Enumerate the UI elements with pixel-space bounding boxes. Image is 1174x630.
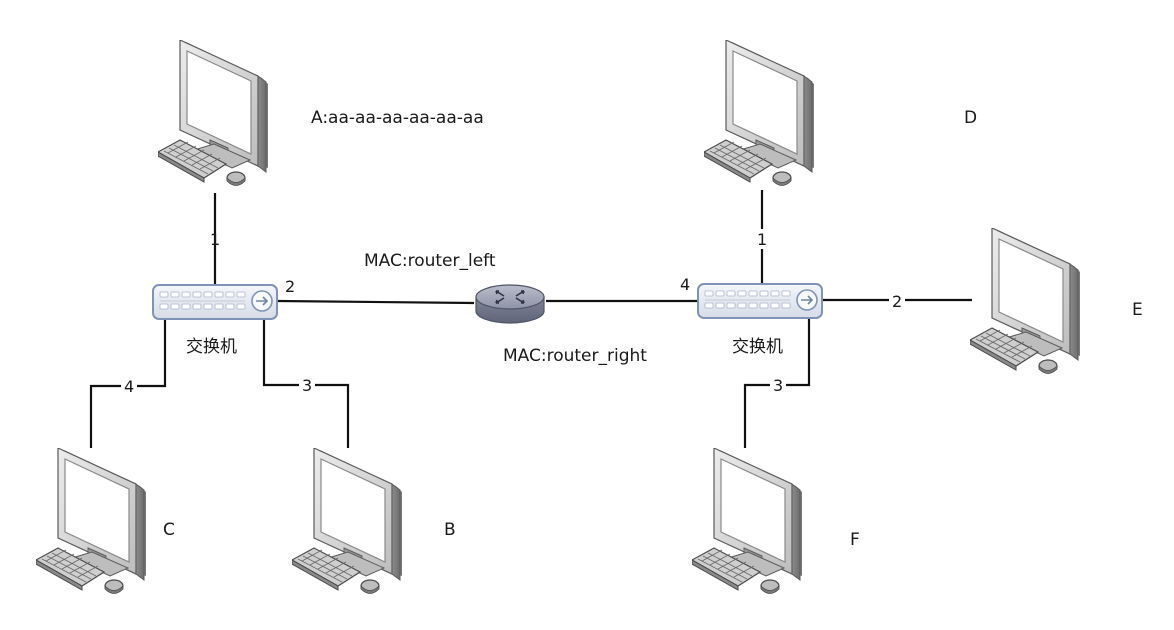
switch-left-label: 交换机	[186, 337, 237, 357]
port-label-left-2: 2	[285, 277, 295, 296]
port-label-right-2: 2	[892, 292, 902, 311]
port-label-right-3-bg	[770, 375, 786, 395]
computer-icon-c	[36, 448, 147, 595]
port-label-right-1: 1	[757, 230, 767, 249]
port-label-left-4: 4	[124, 377, 134, 396]
port-label-left-3-bg	[299, 375, 315, 395]
computer-icon-d	[704, 40, 815, 187]
link-switch-left-router	[277, 299, 475, 305]
port-label-right-3: 3	[773, 376, 783, 395]
computer-icon-a	[158, 40, 269, 187]
port-label-right-4: 4	[680, 275, 690, 294]
router-left-mac-label: MAC:router_left	[364, 251, 496, 271]
router-icon	[475, 284, 545, 324]
computer-icon-e	[970, 228, 1081, 375]
port-label-left-3: 3	[302, 376, 312, 395]
port-label-right-1-bg	[754, 229, 770, 249]
port-label-right-2-bg	[889, 291, 905, 311]
port-label-left-4-bg	[121, 376, 137, 396]
host-b-label: B	[444, 520, 456, 540]
host-e-label: E	[1132, 300, 1143, 320]
network-switch-icon-left	[152, 284, 278, 320]
router-right-mac-label: MAC:router_right	[503, 346, 647, 366]
port-label-left-1: 1	[210, 230, 220, 249]
host-c-label: C	[163, 520, 175, 540]
network-switch-icon-right	[697, 283, 823, 319]
computer-icon-f	[692, 448, 803, 595]
host-f-label: F	[850, 530, 860, 550]
host-d-label: D	[964, 108, 977, 128]
host-a-label: A:aa-aa-aa-aa-aa-aa	[311, 108, 484, 128]
switch-right-label: 交换机	[732, 337, 783, 357]
computer-icon-b	[292, 448, 403, 595]
